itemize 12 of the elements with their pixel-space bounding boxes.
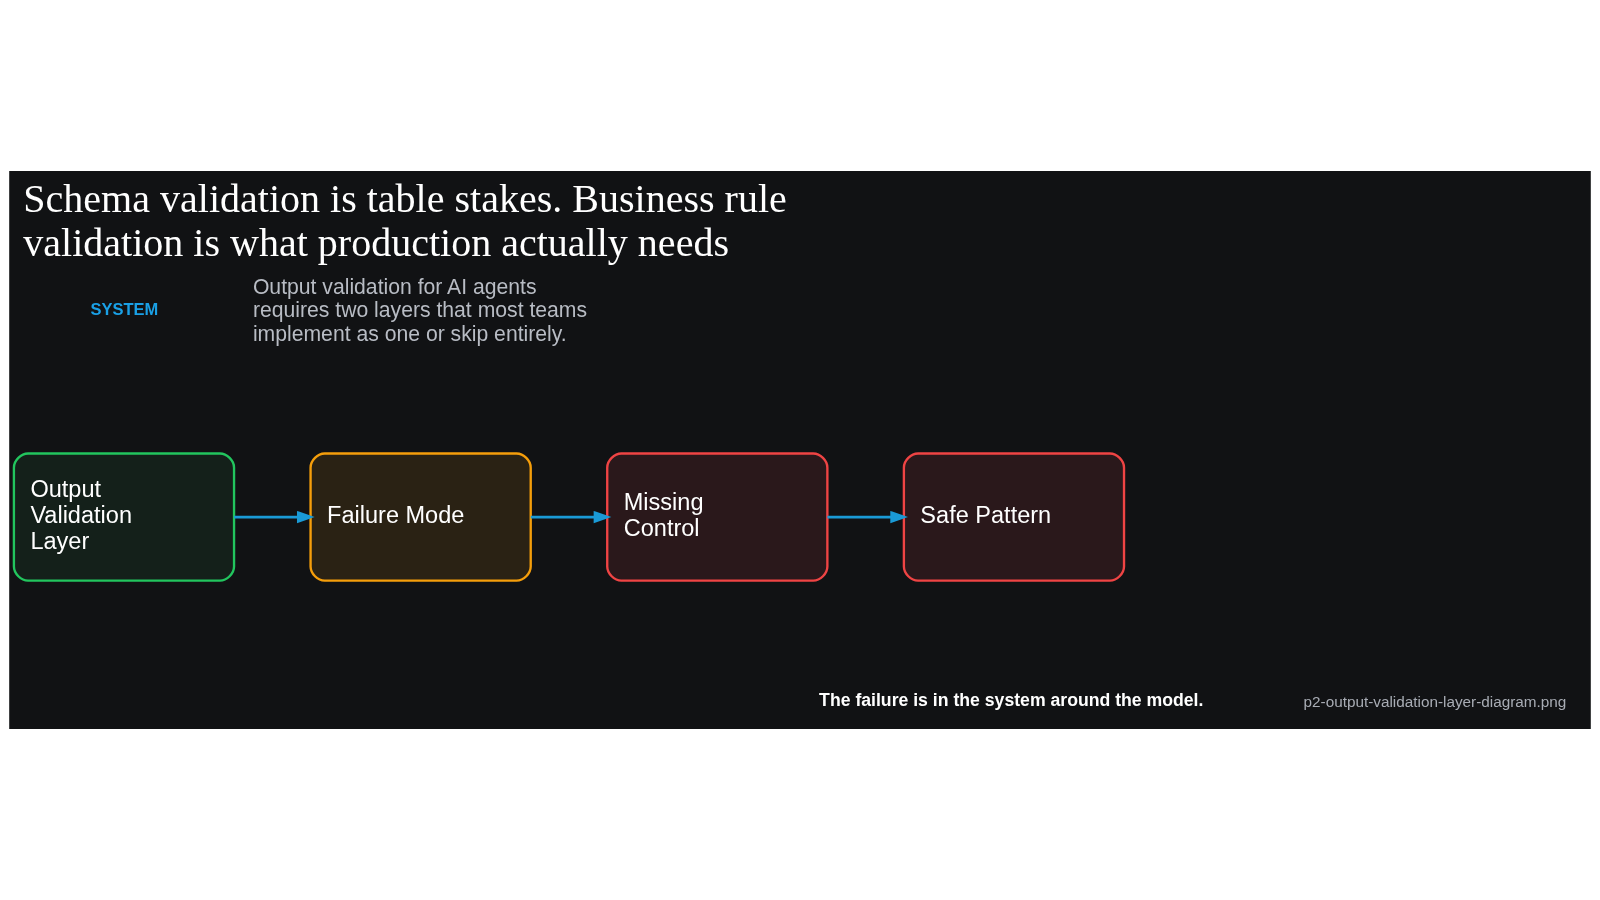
node-box: Safe Pattern xyxy=(902,452,1126,582)
label: Output validation for AI agents requires two layers that most teams implement as one or skip entirely. xyxy=(252,274,588,345)
label: SYSTEM xyxy=(90,300,159,319)
label: p2-output-validation-layer-diagram.png xyxy=(1303,693,1567,711)
diagram-title: Schema validation is table stakes. Business rule validation is what production actually needs xyxy=(23,176,787,265)
arrow xyxy=(530,510,612,524)
node-box: Output Validation Layer xyxy=(12,452,236,582)
arrow xyxy=(234,510,315,524)
arrow xyxy=(827,510,908,524)
node-box: Missing Control xyxy=(606,452,829,582)
label: The failure is in the system around the model. xyxy=(819,690,1204,711)
node-box: Failure Mode xyxy=(309,452,532,582)
